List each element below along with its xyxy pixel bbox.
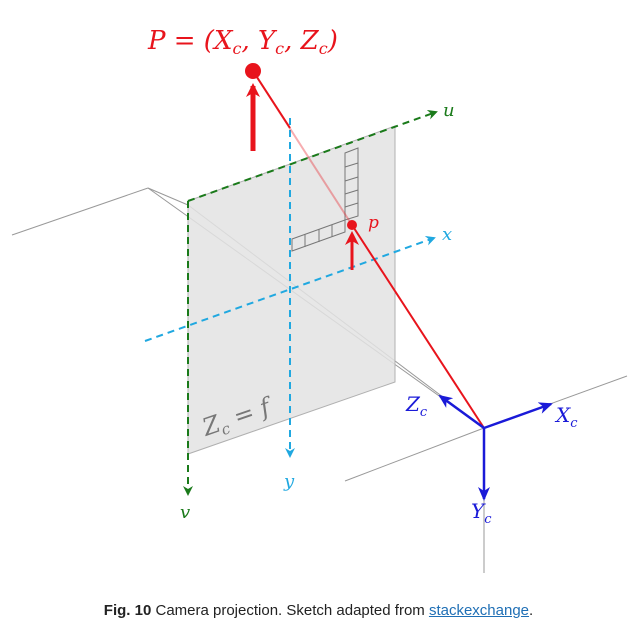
image-point-p — [347, 220, 357, 230]
camera-Zc-label: Zc — [405, 392, 428, 420]
u-axis — [187, 109, 438, 202]
camera-Zc-axis — [438, 394, 485, 430]
image-point-label: p — [368, 213, 379, 233]
camera-Xc-axis — [483, 402, 553, 430]
figure-caption: Fig. 10 Camera projection. Sketch adapte… — [0, 602, 637, 619]
pixel-grid — [291, 147, 359, 252]
y-axis-label: y — [283, 471, 295, 492]
x-axis — [144, 235, 436, 342]
world-point-P — [245, 63, 261, 79]
image-plane — [187, 125, 396, 455]
projection-ray-top — [252, 70, 291, 129]
stackexchange-link[interactable]: stackexchange — [428, 602, 530, 619]
projection-ray — [351, 224, 485, 429]
caption-end: . — [529, 602, 534, 619]
v-axis-label: v — [180, 502, 190, 523]
caption-text: Camera projection. Sketch adapted from — [151, 602, 429, 619]
caption-figure-number: Fig. 10 — [103, 602, 152, 619]
camera-Xc-label: Xc — [554, 403, 578, 431]
camera-Yc-label: Yc — [471, 499, 492, 527]
point-P-label: P = (Xc, Yc, Zc) — [147, 26, 338, 58]
x-axis-label: x — [442, 224, 452, 245]
u-axis-label: u — [443, 100, 455, 121]
